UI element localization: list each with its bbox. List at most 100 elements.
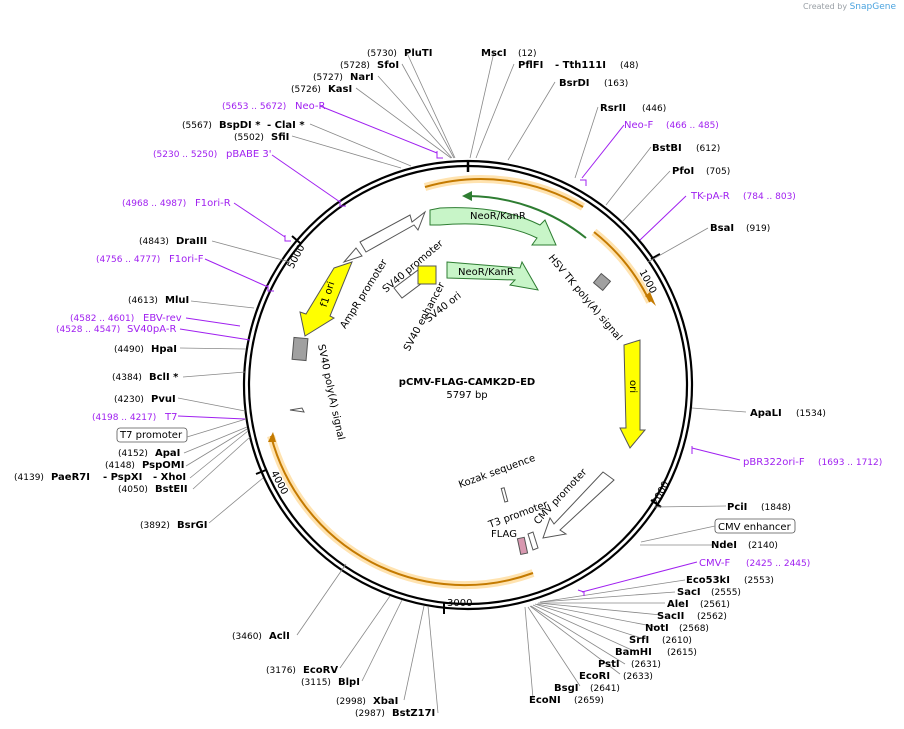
enzyme-bspdi[interactable]: BspDI * — [219, 120, 261, 131]
enzyme-alei[interactable]: AleI — [667, 599, 689, 610]
enzyme-apali[interactable]: ApaLI — [750, 408, 782, 419]
enzyme-pos-pfoi: (705) — [706, 167, 730, 177]
enzyme-pos-pflfi: (48) — [620, 61, 638, 71]
enzyme-pos-bsteii: (4050) — [118, 485, 148, 495]
primer-f1ori-r[interactable]: F1ori-R — [195, 198, 231, 209]
enzyme-kasi[interactable]: KasI — [328, 84, 352, 95]
enzyme-apai[interactable]: ApaI — [155, 448, 180, 459]
enzyme-blpi[interactable]: BlpI — [338, 677, 360, 688]
enzyme-saci[interactable]: SacI — [677, 587, 701, 598]
neo-kanr-arrow-inner — [446, 260, 539, 291]
enzyme-bcli[interactable]: BclI * — [149, 372, 179, 383]
feature-arc-neo — [424, 178, 584, 208]
primer-pbr322ori-f[interactable]: pBR322ori-F — [743, 457, 805, 468]
enzyme-draiii[interactable]: DraIII — [176, 236, 207, 247]
enzyme-bsteii[interactable]: BstEII — [155, 484, 188, 495]
enzyme-bsai[interactable]: BsaI — [710, 223, 734, 234]
enzyme-bsrgi[interactable]: BsrGI — [177, 520, 207, 531]
enzyme-nari[interactable]: NarI — [350, 72, 374, 83]
enzyme-mlui[interactable]: MluI — [165, 295, 189, 306]
enzyme-sfoi[interactable]: SfoI — [377, 60, 399, 71]
enzyme-pos-alei: (2561) — [700, 600, 730, 610]
tick-label-3000: 3000 — [447, 598, 472, 609]
primer-sv40pa-r[interactable]: SV40pA-R — [127, 324, 176, 335]
enzyme-pspxi[interactable]: - PspXI — [103, 472, 142, 483]
enzyme-pos-bcli: (4384) — [112, 373, 142, 383]
enzyme-pfoi[interactable]: PfoI — [672, 166, 694, 177]
enzyme-pos-msci: (12) — [518, 49, 536, 59]
snapgene-credit: Created by SnapGene — [803, 2, 896, 12]
primer-pos-f1ori-f: (4756 .. 4777) — [96, 255, 160, 265]
enzyme-pflfi[interactable]: PflFI — [518, 60, 543, 71]
enzyme-pos-bsgi: (2641) — [590, 684, 620, 694]
enzyme-tth111i[interactable]: - Tth111I — [555, 60, 606, 71]
enzyme-sfii[interactable]: SfiI — [271, 132, 289, 143]
enzyme-pos-blpi: (3115) — [301, 678, 331, 688]
primer-pos-sv40pa-r: (4528 .. 4547) — [56, 325, 120, 335]
enzyme-pos-rsrii: (446) — [642, 104, 666, 114]
primer-neo-r[interactable]: Neo-R — [295, 101, 326, 112]
primer-tk-pa-r[interactable]: TK-pA-R — [690, 191, 730, 202]
tick-label-2000: 2000 — [650, 480, 672, 508]
enzyme-econi[interactable]: EcoNI — [529, 695, 561, 706]
enzyme-pos-apali: (1534) — [796, 409, 826, 419]
enzyme-pos-bstz17i: (2987) — [355, 709, 385, 719]
enzyme-bstbi[interactable]: BstBI — [652, 143, 682, 154]
enzyme-eco53ki[interactable]: Eco53kI — [686, 575, 730, 586]
enzyme-noti[interactable]: NotI — [645, 623, 669, 634]
enzyme-pos-bstbi: (612) — [696, 144, 720, 154]
primer-cmv-f[interactable]: CMV-F — [699, 558, 730, 569]
enzyme-pos-noti: (2568) — [679, 624, 709, 634]
feature-halo-bottom — [267, 434, 535, 590]
enzyme-pos-psti: (2631) — [631, 660, 661, 670]
enzyme-pos-ecori: (2633) — [623, 672, 653, 682]
primer-neo-f[interactable]: Neo-F — [624, 120, 654, 131]
enzyme-psti[interactable]: PstI — [598, 659, 620, 670]
primer-ebv-rev[interactable]: EBV-rev — [143, 313, 182, 324]
enzyme-xhoi[interactable]: - XhoI — [153, 472, 186, 483]
enzyme-bsrdi[interactable]: BsrDI — [559, 78, 590, 89]
enzyme-pvui[interactable]: PvuI — [151, 394, 176, 405]
enzyme-ndei[interactable]: NdeI — [711, 540, 737, 551]
enzyme-rsrii[interactable]: RsrII — [600, 103, 626, 114]
enzyme-pos-sfii: (5502) — [234, 133, 264, 143]
primer-pos-tk-pa-r: (784 .. 803) — [743, 192, 796, 202]
enzyme-pspomi[interactable]: PspOMI — [142, 460, 184, 471]
enzyme-msci[interactable]: MscI — [481, 48, 507, 59]
enzyme-xbai[interactable]: XbaI — [373, 696, 398, 707]
enzyme-bstz17i[interactable]: BstZ17I — [392, 708, 435, 719]
enzyme-ecorv[interactable]: EcoRV — [303, 665, 338, 676]
enzyme-pos-bamhi: (2615) — [667, 648, 697, 658]
enzyme-pos-ecorv: (3176) — [266, 666, 296, 676]
enzyme-hpai[interactable]: HpaI — [151, 344, 177, 355]
ampr-promoter-arrow — [342, 247, 363, 264]
enzyme-sacii[interactable]: SacII — [657, 611, 684, 622]
enzyme-ecori[interactable]: EcoRI — [579, 671, 610, 682]
primer-pos-f1ori-r: (4968 .. 4987) — [122, 199, 186, 209]
enzyme-paer7i[interactable]: PaeR7I — [51, 472, 90, 483]
enzyme-pluti[interactable]: PluTI — [404, 48, 432, 59]
enzyme-pos-acli: (3460) — [232, 632, 262, 642]
enzyme-pcii[interactable]: PciI — [727, 502, 747, 513]
ori-label: ori — [627, 380, 638, 393]
primer-leaders — [177, 105, 741, 596]
primer-pos-neo-f: (466 .. 485) — [666, 121, 719, 131]
enzyme-pos-pspomi: (4148) — [105, 461, 135, 471]
primer-f1ori-f[interactable]: F1ori-F — [169, 254, 204, 265]
enzyme-pos-pvui: (4230) — [114, 395, 144, 405]
enzyme-srfi[interactable]: SrfI — [629, 635, 649, 646]
neo-kanr-arrow-outer — [429, 207, 557, 246]
primer-pbabe3[interactable]: pBABE 3' — [226, 149, 272, 160]
primer-pos-pbabe3: (5230 .. 5250) — [153, 150, 217, 160]
enzyme-pos-saci: (2555) — [711, 588, 741, 598]
enzyme-clai[interactable]: - ClaI * — [267, 120, 305, 131]
primer-t7[interactable]: T7 — [164, 412, 177, 423]
plasmid-name: pCMV-FLAG-CAMK2D-ED — [399, 377, 535, 388]
enzyme-bsgi[interactable]: BsgI — [554, 683, 578, 694]
feature-halo-neo — [423, 175, 586, 211]
feature-arrow-green — [462, 191, 472, 201]
enzyme-acli[interactable]: AclI — [269, 631, 290, 642]
enzyme-bamhi[interactable]: BamHI — [615, 647, 652, 658]
enzyme-pos-pluti: (5730) — [367, 49, 397, 59]
tick-4000 — [255, 469, 267, 475]
